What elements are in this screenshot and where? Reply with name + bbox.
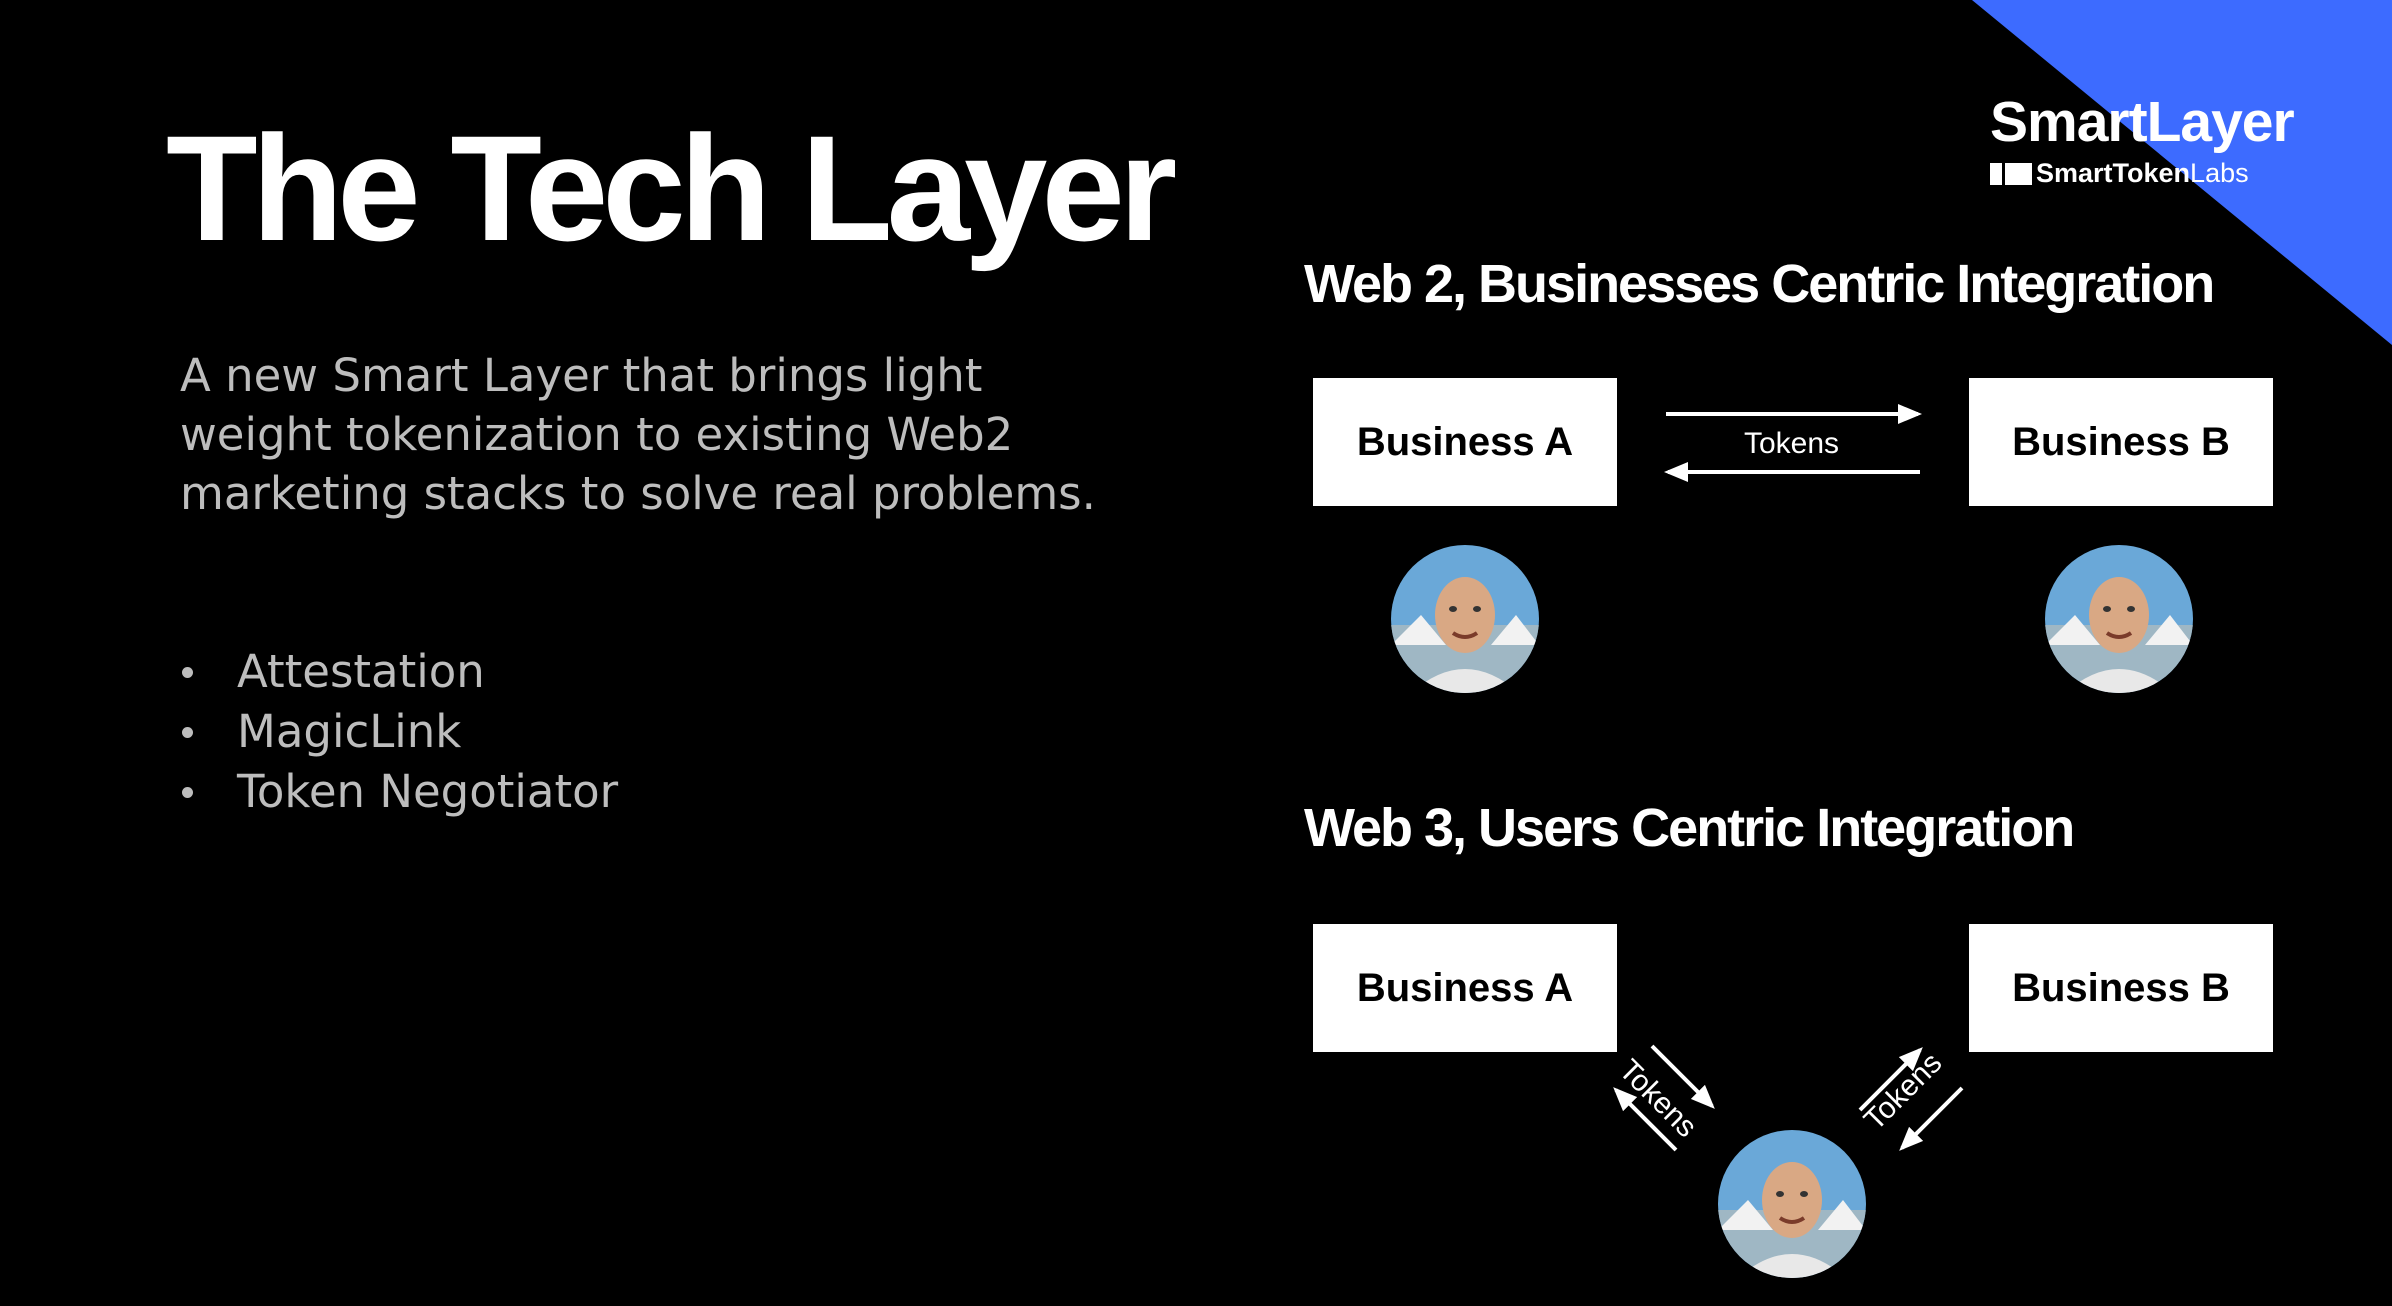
web3-tokens-right-label: Tokens [1857, 1046, 1949, 1137]
brand-name: SmartLayer [1990, 90, 2295, 154]
description-text: A new Smart Layer that brings light weig… [180, 349, 1096, 520]
web2-title: Web 2, Businesses Centric Integration [1304, 254, 2215, 314]
web3-title: Web 3, Users Centric Integration [1304, 798, 2075, 858]
user-avatar-icon [1391, 545, 1539, 693]
list-item: Attestation [180, 642, 618, 702]
brand-sub-text: SmartTokenLabs [2036, 158, 2249, 188]
brand-logo: SmartLayer SmartTokenLabs [1990, 92, 2350, 189]
web3-business-b: Business B [1969, 924, 2273, 1052]
smarttokenlabs-logo-icon [1990, 162, 2032, 185]
bullet-icon [182, 727, 193, 738]
brand-sub: SmartTokenLabs [1990, 158, 2350, 189]
web3-business-a: Business A [1313, 924, 1617, 1052]
list-item: MagicLink [180, 702, 618, 762]
bullet-icon [182, 787, 193, 798]
user-avatar-icon [1718, 1130, 1866, 1278]
user-avatar-icon [2045, 545, 2193, 693]
bullet-icon [182, 667, 193, 678]
web3-tokens-left-label: Tokens [1612, 1053, 1704, 1144]
web2-business-b: Business B [1969, 378, 2273, 506]
web2-business-a: Business A [1313, 378, 1617, 506]
page-title: The Tech Layer [166, 104, 1177, 272]
corner-accent [1972, 0, 2392, 345]
feature-list: Attestation MagicLink Token Negotiator [180, 642, 618, 822]
list-item: Token Negotiator [180, 762, 618, 822]
web2-tokens-label: Tokens [1744, 427, 1840, 460]
